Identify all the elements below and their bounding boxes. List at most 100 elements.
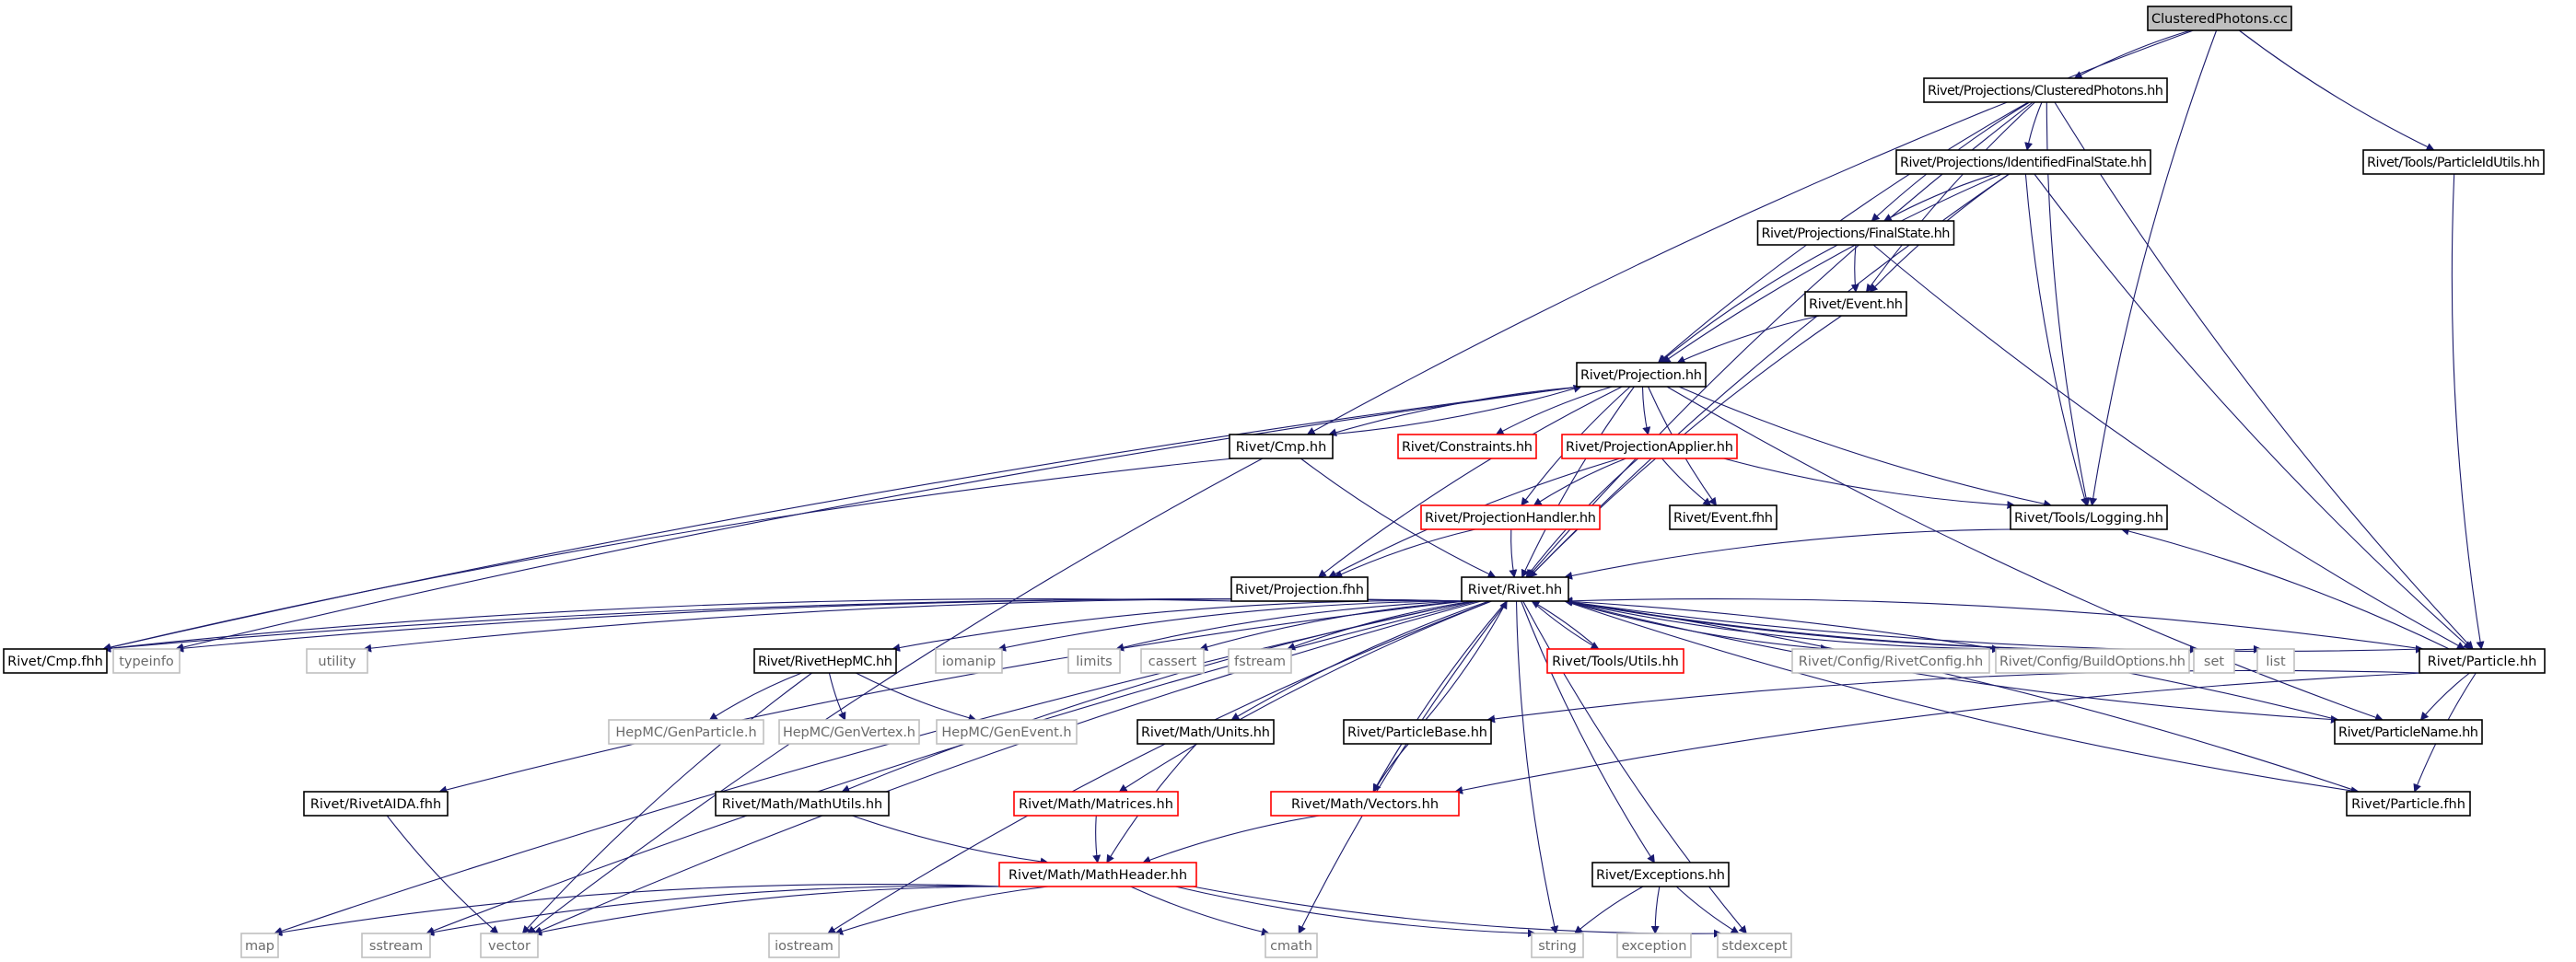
- edge-hepmc-to-vector: [521, 672, 812, 934]
- node-label: sstream: [369, 939, 423, 954]
- node-vector: vector: [480, 933, 539, 958]
- node-particle[interactable]: Rivet/Particle.hh: [2419, 648, 2546, 674]
- node-box: [2362, 149, 2545, 175]
- edge-fs-to-proj: [1659, 244, 1838, 364]
- node-genevt: HepMC/GenEvent.h: [936, 719, 1078, 745]
- node-event[interactable]: Rivet/Event.hh: [1804, 291, 1907, 317]
- edge-proj-to-typeinfo: [175, 386, 1581, 652]
- node-label: Rivet/Event.fhh: [1673, 511, 1773, 526]
- node-constr[interactable]: Rivet/Constraints.hh: [1397, 434, 1537, 459]
- node-root[interactable]: ClusteredPhotons.cc: [2147, 6, 2292, 31]
- node-cmpf[interactable]: Rivet/Cmp.fhh: [3, 648, 108, 674]
- node-box: [608, 719, 764, 745]
- node-label: Rivet/Config/RivetConfig.hh: [1799, 655, 1983, 669]
- edge-cmp-to-proj: [1328, 384, 1582, 435]
- node-proj[interactable]: Rivet/Projection.hh: [1576, 362, 1707, 388]
- node-idfs[interactable]: Rivet/Projections/IdentifiedFinalState.h…: [1895, 149, 2151, 175]
- node-hepmc[interactable]: Rivet/RivetHepMC.hh: [753, 648, 897, 674]
- node-aidaf[interactable]: Rivet/RivetAIDA.fhh: [303, 791, 449, 817]
- edge-idfs-to-particle: [2034, 173, 2472, 650]
- node-label: exception: [1622, 939, 1687, 954]
- node-papp[interactable]: Rivet/ProjectionApplier.hh: [1561, 434, 1738, 459]
- node-box: [1531, 933, 1584, 958]
- node-label: Rivet/Math/MathHeader.hh: [1008, 868, 1187, 883]
- edge-pname-to-rivet: [1564, 597, 2339, 721]
- node-box: [306, 648, 368, 674]
- node-label: Rivet/Constraints.hh: [1402, 440, 1533, 455]
- node-matrices[interactable]: Rivet/Math/Matrices.hh: [1013, 791, 1179, 817]
- node-label: Rivet/ProjectionApplier.hh: [1566, 440, 1733, 455]
- node-label: Rivet/Cmp.hh: [1236, 440, 1327, 455]
- node-vectors[interactable]: Rivet/Math/Vectors.hh: [1270, 791, 1460, 817]
- node-iostream: iostream: [768, 933, 840, 958]
- edge-proj-to-logging: [1678, 386, 2053, 508]
- node-cmp[interactable]: Rivet/Cmp.hh: [1229, 434, 1334, 459]
- edge-rivet-to-iostream: [827, 600, 1492, 934]
- node-utils[interactable]: Rivet/Tools/Utils.hh: [1546, 648, 1684, 674]
- node-label: Rivet/RivetHepMC.hh: [758, 655, 892, 669]
- edge-clph-to-idfs: [2024, 101, 2043, 151]
- node-box: [2346, 791, 2471, 817]
- edge-mheader-to-sstream: [425, 885, 1004, 936]
- edge-idfs-to-logging: [2024, 173, 2089, 506]
- edge-logging-to-rivet: [1564, 528, 2015, 580]
- node-box: [2010, 504, 2168, 530]
- node-stdexcept: stdexcept: [1717, 933, 1792, 958]
- node-layer: ClusteredPhotons.ccRivet/Projections/Clu…: [3, 6, 2546, 958]
- edge-hepmc-to-genvert: [828, 672, 846, 721]
- node-label: Rivet/Projections/ClusteredPhotons.hh: [1928, 84, 2163, 99]
- node-box: [1995, 648, 2190, 674]
- node-mheader[interactable]: Rivet/Math/MathHeader.hh: [998, 862, 1197, 887]
- edge-mheader-to-map: [274, 883, 1004, 937]
- edge-particlef-to-rivet: [1564, 597, 2360, 793]
- node-label: Rivet/Projection.hh: [1580, 368, 1702, 383]
- edge-hepmc-to-genpart: [708, 672, 802, 721]
- node-eventf[interactable]: Rivet/Event.fhh: [1669, 504, 1778, 530]
- node-pname[interactable]: Rivet/ParticleName.hh: [2334, 719, 2483, 745]
- edge-exc-to-stdexcept: [1675, 886, 1740, 934]
- edge-proj-to-papp: [1641, 386, 1651, 435]
- node-exc[interactable]: Rivet/Exceptions.hh: [1591, 862, 1730, 887]
- edge-proj-to-rivet: [1521, 386, 1635, 578]
- node-rivet[interactable]: Rivet/Rivet.hh: [1461, 576, 1569, 602]
- node-clph[interactable]: Rivet/Projections/ClusteredPhotons.hh: [1923, 77, 2168, 103]
- node-particlef[interactable]: Rivet/Particle.fhh: [2346, 791, 2471, 817]
- node-box: [768, 933, 840, 958]
- edge-root-to-pidu: [2238, 29, 2435, 151]
- node-label: typeinfo: [119, 655, 174, 669]
- edge-rivet-to-particle: [1564, 600, 2424, 654]
- node-label: Rivet/Projections/FinalState.hh: [1762, 226, 1951, 241]
- node-iomanip: iomanip: [935, 648, 1003, 674]
- node-limits: limits: [1067, 648, 1121, 674]
- edge-pbase-to-rivet: [1425, 600, 1508, 721]
- node-label: iomanip: [942, 655, 996, 669]
- node-projf[interactable]: Rivet/Projection.fhh: [1230, 576, 1369, 602]
- node-cmath: cmath: [1265, 933, 1318, 958]
- node-pidu[interactable]: Rivet/Tools/ParticleIdUtils.hh: [2362, 149, 2545, 175]
- node-pbase[interactable]: Rivet/ParticleBase.hh: [1343, 719, 1492, 745]
- node-cassert: cassert: [1140, 648, 1205, 674]
- node-box: [1140, 648, 1205, 674]
- node-box: [1343, 719, 1492, 745]
- node-box: [240, 933, 279, 958]
- edge-particle-to-logging: [2120, 527, 2450, 650]
- node-label: Rivet/Cmp.fhh: [7, 655, 103, 669]
- edge-clph-to-particle: [2054, 101, 2474, 650]
- edge-layer: [102, 29, 2485, 938]
- edge-proj-to-cmp: [1328, 386, 1581, 437]
- edge-rivet-to-sstream: [425, 600, 1478, 935]
- node-logging[interactable]: Rivet/Tools/Logging.hh: [2010, 504, 2168, 530]
- node-box: [2334, 719, 2483, 745]
- node-mutils[interactable]: Rivet/Math/MathUtils.hh: [715, 791, 890, 817]
- edge-projf-to-cmpf: [102, 598, 1236, 653]
- node-units[interactable]: Rivet/Math/Units.hh: [1136, 719, 1275, 745]
- edge-papp-to-phand: [1533, 458, 1626, 506]
- node-label: map: [245, 939, 274, 954]
- edge-rivet-to-cmath: [1298, 600, 1509, 934]
- edge-mheader-to-iostream: [834, 886, 1049, 935]
- node-fs[interactable]: Rivet/Projections/FinalState.hh: [1756, 220, 1955, 246]
- node-phand[interactable]: Rivet/ProjectionHandler.hh: [1420, 504, 1601, 530]
- node-box: [1546, 648, 1684, 674]
- edge-mheader-to-string: [1175, 886, 1536, 938]
